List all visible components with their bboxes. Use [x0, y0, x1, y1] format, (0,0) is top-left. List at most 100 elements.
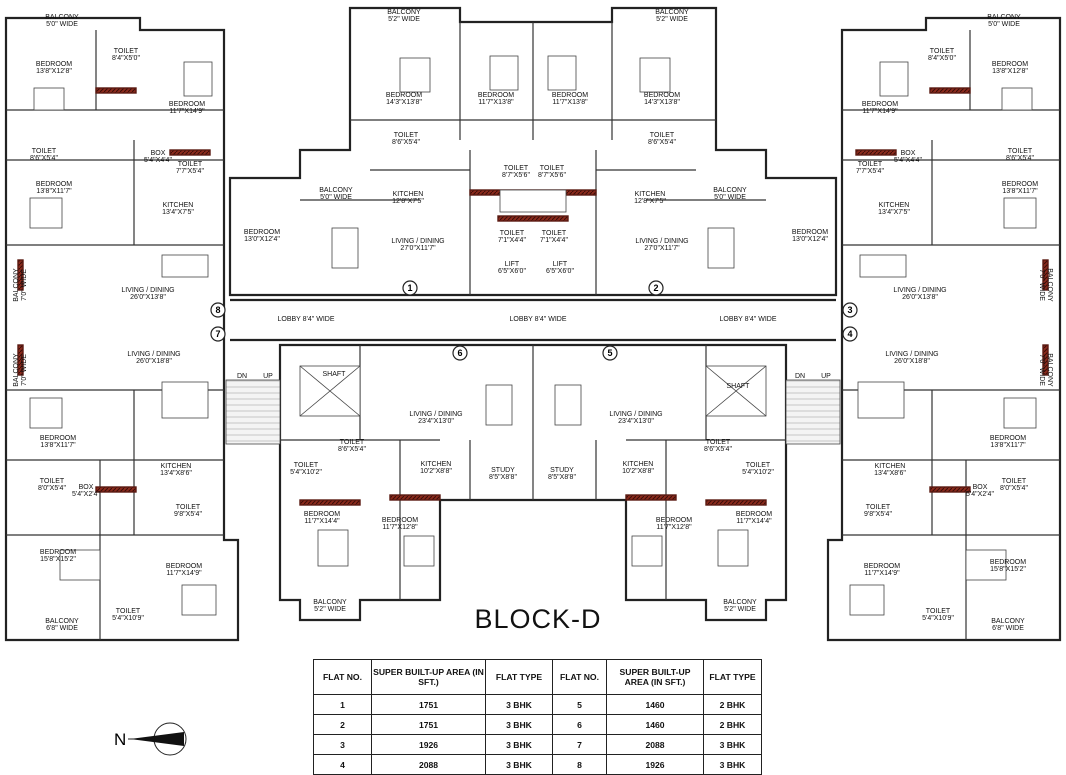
- cell: 1751: [371, 714, 486, 735]
- lobby-label: LOBBY 8'4" WIDE: [510, 316, 567, 323]
- room-label: SHAFT: [727, 383, 751, 390]
- flat-number: 3: [847, 305, 852, 315]
- cell: 2088: [606, 734, 704, 755]
- flat-markers: 1 2 3 4 5 6 7 8: [210, 280, 858, 361]
- lobby-label: LOBBY 8'4" WIDE: [720, 316, 777, 323]
- cell: 3 BHK: [703, 734, 762, 755]
- table-header-row: FLAT NO. SUPER BUILT-UP AREA (IN SFT.) F…: [313, 659, 762, 695]
- cell: 7: [552, 734, 607, 755]
- table-row: 3 1926 3 BHK 7 2088 3 BHK: [313, 734, 762, 755]
- cell: 3 BHK: [485, 714, 553, 735]
- cell: 3 BHK: [703, 754, 762, 775]
- col-flat-type: FLAT TYPE: [485, 659, 553, 695]
- table-row: 2 1751 3 BHK 6 1460 2 BHK: [313, 714, 762, 735]
- cell: 1460: [606, 714, 704, 735]
- flat-number: 5: [607, 348, 612, 358]
- flat-number: 2: [653, 283, 658, 293]
- cell: 5: [552, 694, 607, 715]
- flat-number: 8: [215, 305, 220, 315]
- staircases: [225, 379, 841, 445]
- cell: 2088: [371, 754, 486, 775]
- lobby-labels: LOBBY 8'4" WIDE LOBBY 8'4" WIDE LOBBY 8'…: [278, 316, 777, 323]
- cell: 3 BHK: [485, 694, 553, 715]
- col-flat-type: FLAT TYPE: [703, 659, 762, 695]
- col-area: SUPER BUILT-UP AREA (IN SFT.): [371, 659, 486, 695]
- cell: 3 BHK: [485, 754, 553, 775]
- room-label: BALCONY7'0" WIDE: [13, 268, 28, 302]
- col-flat-no: FLAT NO.: [552, 659, 607, 695]
- stair-up-label: UP: [263, 373, 273, 380]
- cell: 1926: [371, 734, 486, 755]
- north-label: N: [114, 730, 126, 749]
- room-label: SHAFT: [323, 371, 347, 378]
- north-arrow-icon: N: [114, 722, 187, 756]
- table-row: 4 2088 3 BHK 8 1926 3 BHK: [313, 754, 762, 775]
- flat-number: 4: [847, 329, 852, 339]
- cell: 2 BHK: [703, 714, 762, 735]
- col-area: SUPER BUILT-UP AREA (IN SFT.): [606, 659, 704, 695]
- cell: 3 BHK: [485, 734, 553, 755]
- flat-number: 7: [215, 329, 220, 339]
- room-label: BALCONY7'0" WIDE: [1038, 353, 1053, 387]
- cell: 1460: [606, 694, 704, 715]
- room-label: BALCONY7'0" WIDE: [13, 353, 28, 387]
- stair-labels: DN UP DN UP: [237, 373, 831, 380]
- room-label: BALCONY7'0" WIDE: [1038, 268, 1053, 302]
- table-row: 1 1751 3 BHK 5 1460 2 BHK: [313, 694, 762, 715]
- cell: 1751: [371, 694, 486, 715]
- flat-number: 6: [457, 348, 462, 358]
- stair-down-label: DN: [795, 373, 805, 380]
- furniture: [29, 55, 1037, 616]
- area-table: FLAT NO. SUPER BUILT-UP AREA (IN SFT.) F…: [313, 659, 762, 775]
- cell: 8: [552, 754, 607, 775]
